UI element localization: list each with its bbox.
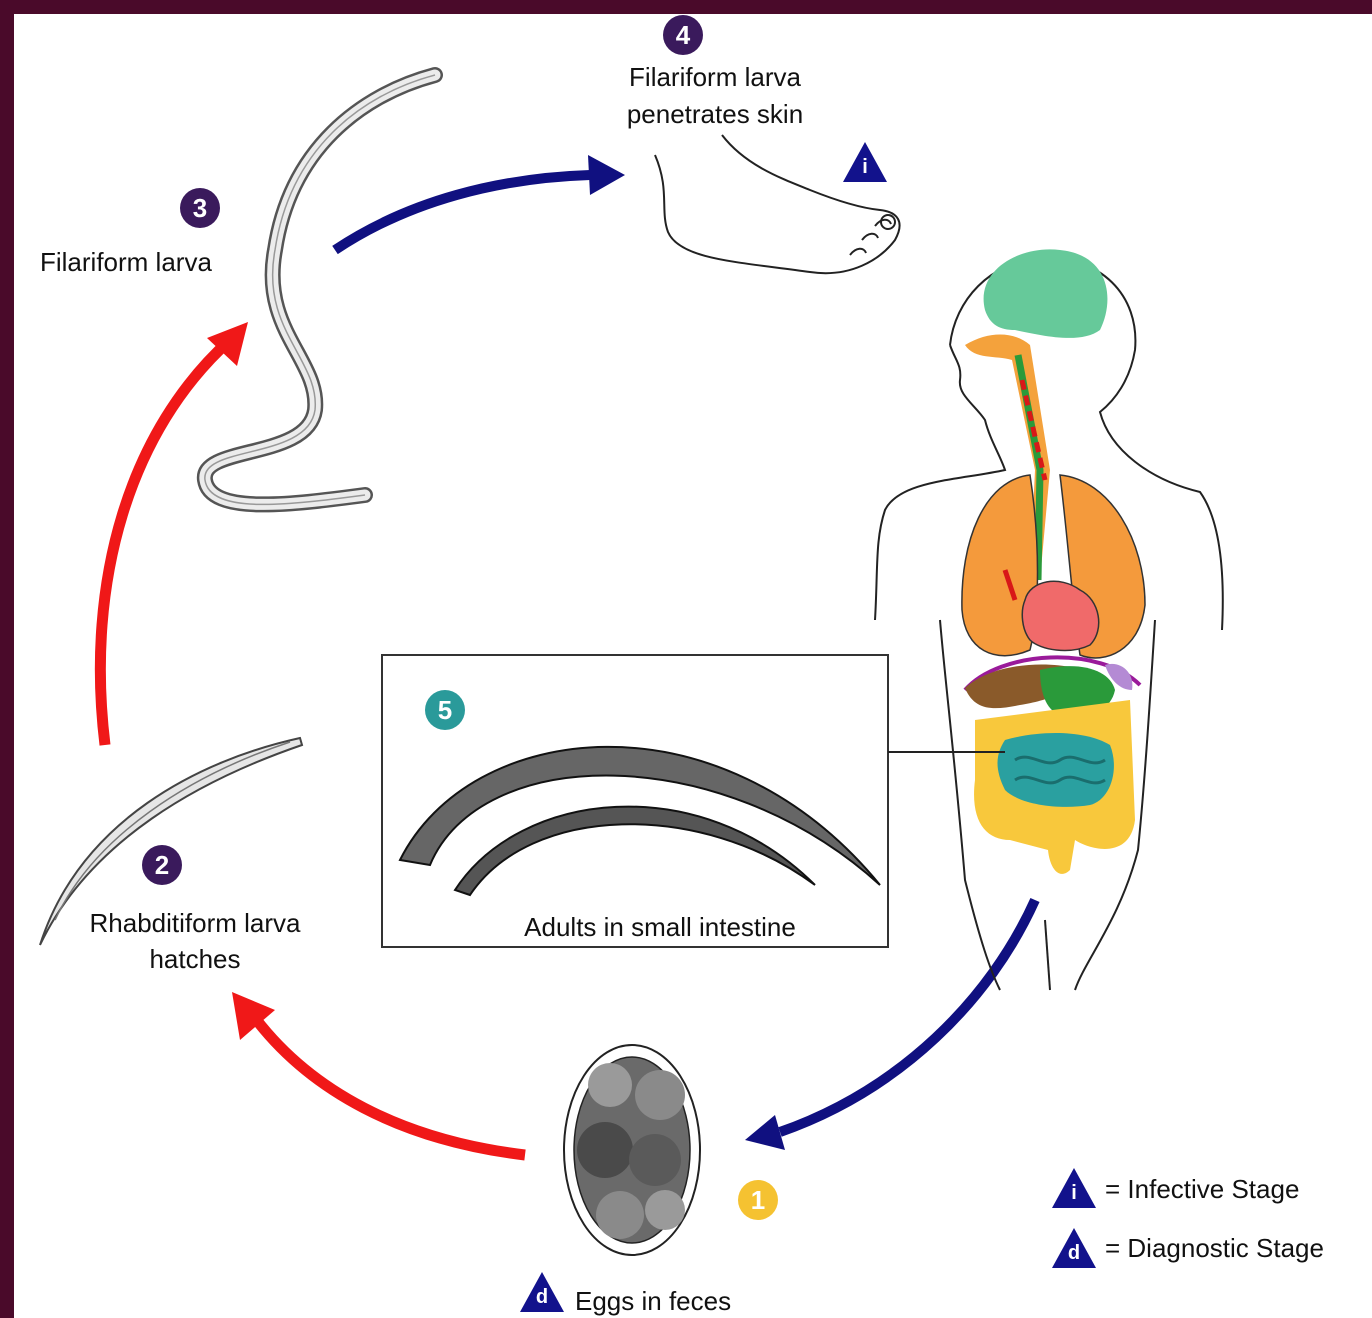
- stage-4-badge: 4: [663, 15, 703, 55]
- stage-2-badge: 2: [142, 845, 182, 885]
- human-body-drawing: [875, 249, 1223, 990]
- arrow-2-to-3: [100, 340, 230, 745]
- arrow-3-to-4-head: [588, 155, 625, 195]
- stage-2-label-line1: Rhabditiform larva: [70, 906, 320, 940]
- legend-infective-text: = Infective Stage: [1105, 1172, 1299, 1206]
- arrow-3-to-4: [335, 175, 590, 250]
- legend-infective-icon: i: [1052, 1168, 1096, 1208]
- arrow-5-to-1-head: [745, 1115, 785, 1150]
- stage-5-badge: 5: [425, 690, 465, 730]
- diagnostic-triangle-icon: d: [520, 1272, 564, 1312]
- stage-5-label: Adults in small intestine: [480, 910, 840, 944]
- infective-triangle-icon: i: [843, 142, 887, 182]
- stage-4-label-line2: penetrates skin: [600, 97, 830, 131]
- stage-1-label: Eggs in feces: [575, 1284, 731, 1318]
- stage-4-label-line1: Filariform larva: [600, 60, 830, 94]
- stage-3-badge: 3: [180, 188, 220, 228]
- egg-drawing: [564, 1045, 700, 1255]
- stage-2-label-line2: hatches: [70, 942, 320, 976]
- small-intestine: [998, 733, 1114, 807]
- legend-diagnostic-text: = Diagnostic Stage: [1105, 1231, 1324, 1265]
- stage-1-badge: 1: [738, 1180, 778, 1220]
- stage-3-label: Filariform larva: [40, 245, 212, 279]
- brain: [984, 249, 1108, 338]
- arrow-1-to-2: [255, 1018, 525, 1155]
- legend-diagnostic-icon: d: [1052, 1228, 1096, 1268]
- filariform-larva-drawing: [205, 75, 435, 504]
